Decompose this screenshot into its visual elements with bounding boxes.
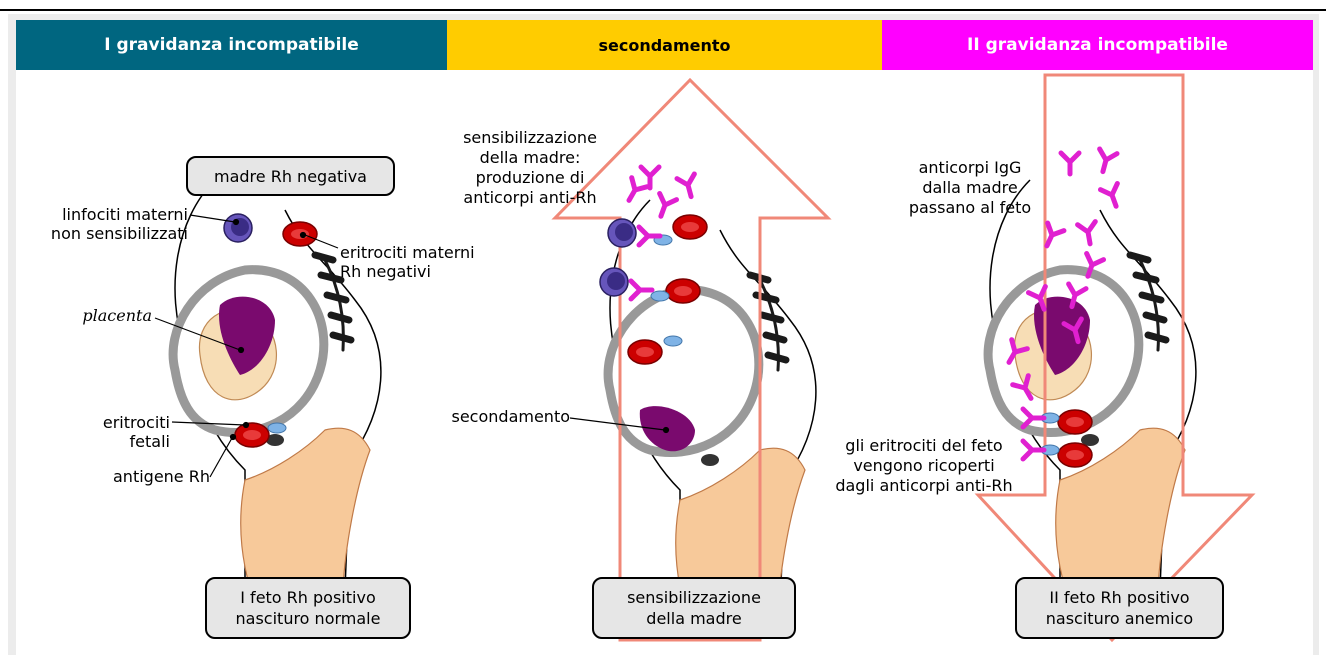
panel2-lymphocyte-2 — [600, 268, 628, 296]
maternal-erythrocyte — [283, 222, 317, 246]
second-fetus-box: II feto Rh positivo nascituro anemico — [1015, 577, 1224, 639]
placenta-label: placenta — [48, 306, 152, 325]
coated-erythrocyte-2 — [1058, 443, 1092, 467]
afterbirth-figure — [608, 200, 816, 610]
first-fetus-box: I feto Rh positivo nascituro normale — [205, 577, 411, 639]
afterbirth-label: secondamento — [400, 407, 570, 426]
rh-antigen — [664, 336, 682, 346]
first-pregnancy-figure — [173, 180, 381, 590]
antibody-icon — [1061, 153, 1079, 174]
rh-antigen-label: antigene Rh — [70, 467, 210, 486]
lymphocytes-label: linfociti materni non sensibilizzati — [28, 205, 188, 243]
panel2-lymphocyte-1 — [608, 219, 636, 247]
antibody-icon — [1078, 222, 1099, 246]
igg-label: anticorpi IgG dalla madre passano al fet… — [895, 158, 1045, 218]
antibody-icon — [677, 174, 700, 199]
panel2-erythrocyte-2 — [673, 215, 707, 239]
antibody-icon — [1100, 183, 1124, 209]
fetal-erythrocytes-label: eritrociti fetali — [50, 413, 170, 451]
panel2-erythrocyte-3 — [666, 279, 700, 303]
rh-antigen — [651, 291, 669, 301]
panel2-erythrocyte-1 — [628, 340, 662, 364]
antibody-icon — [1094, 149, 1117, 174]
maternal-lymphocyte — [224, 214, 252, 242]
rh-antigen — [268, 423, 286, 433]
antibody-icon — [652, 193, 676, 219]
sensitization-label: sensibilizzazione della madre: produzion… — [440, 128, 620, 208]
fetal-erythrocyte — [235, 423, 269, 447]
antibody-icon — [621, 178, 647, 205]
coated-erythrocyte-1 — [1058, 410, 1092, 434]
sensitization-box: sensibilizzazione della madre — [592, 577, 796, 639]
antibody-icon — [641, 167, 659, 188]
maternal-erythrocytes-label: eritrociti materni Rh negativi — [340, 243, 515, 281]
antibody-icon — [1039, 223, 1064, 250]
coated-erythrocytes-label: gli eritrociti del feto vengono ricopert… — [808, 436, 1040, 496]
antibody-icon — [631, 281, 652, 299]
mother-rh-negative-box: madre Rh negativa — [186, 156, 395, 196]
